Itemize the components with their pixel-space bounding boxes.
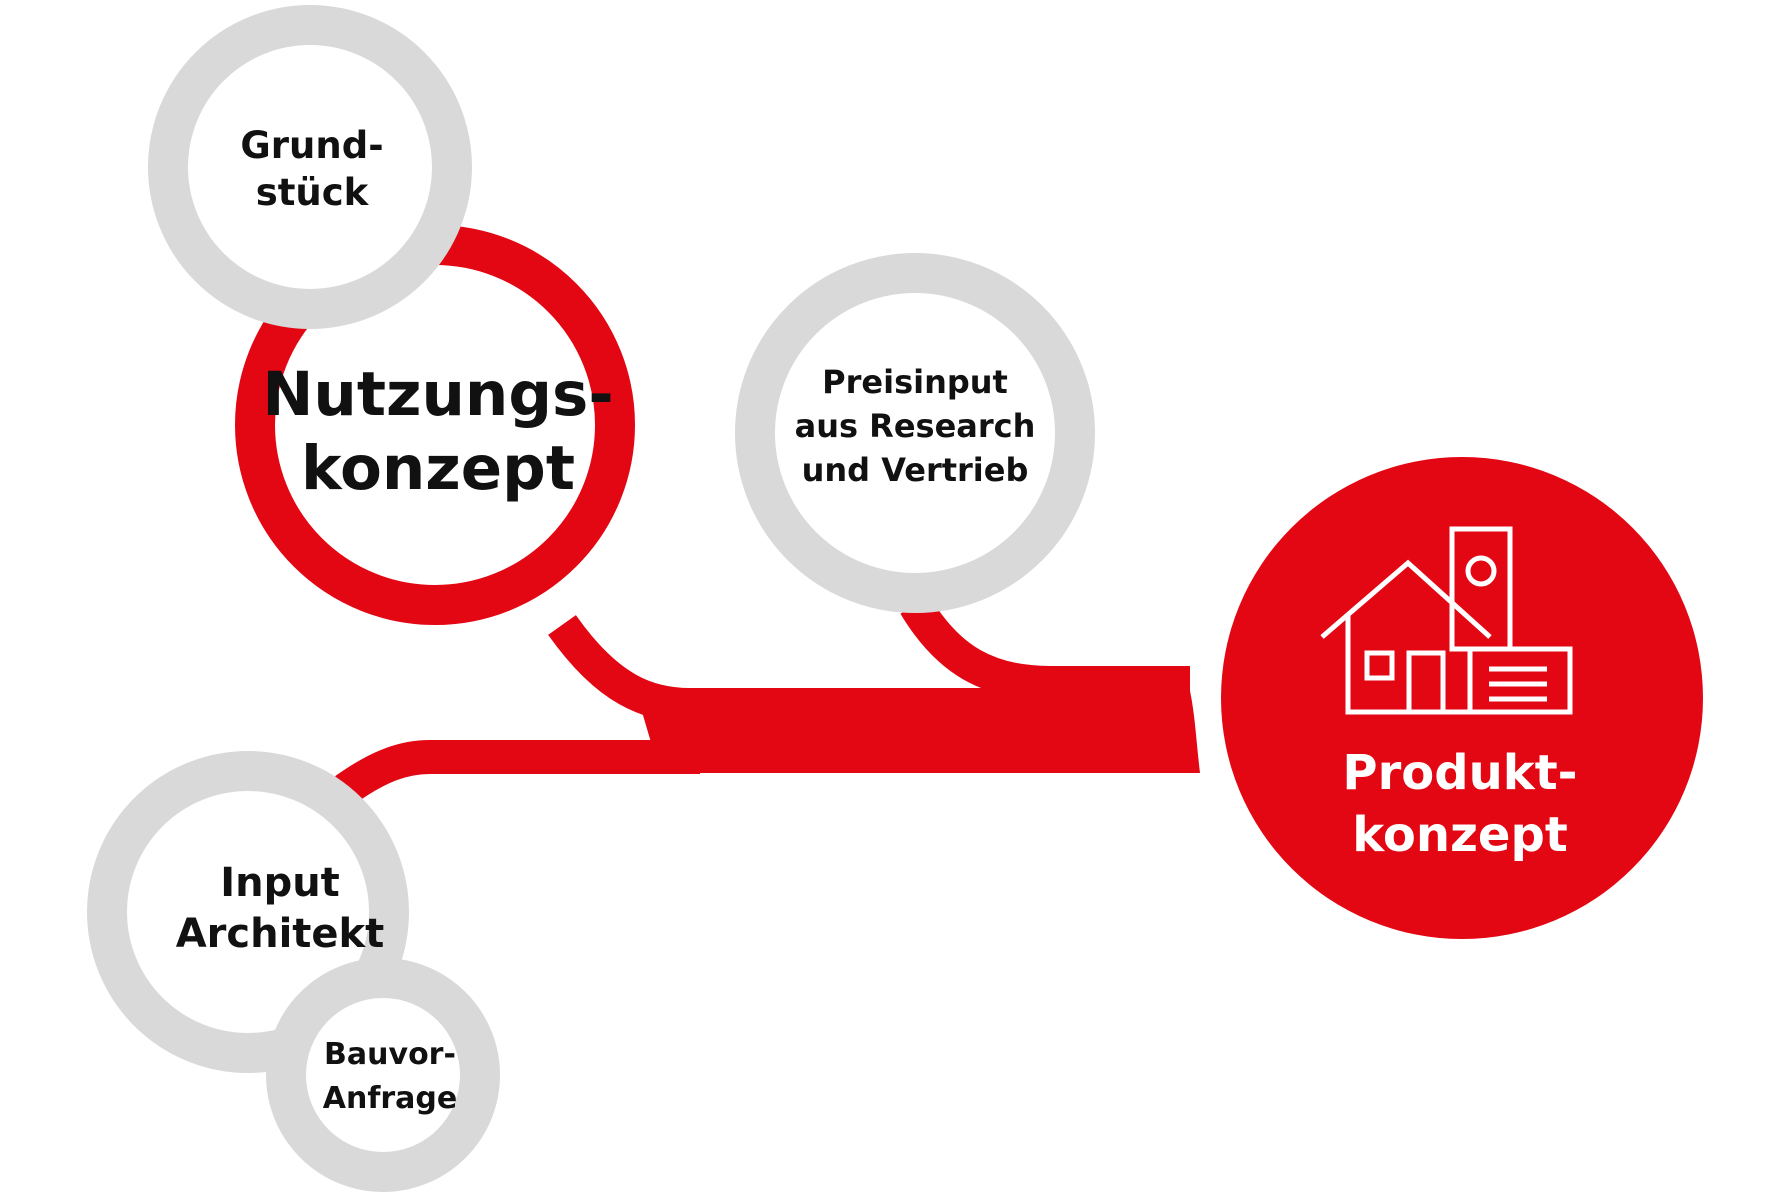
label-preisinput: Preisinput aus Research und Vertrieb — [794, 363, 1036, 489]
node-grundstueck — [148, 5, 472, 329]
node-bauvoranfrage — [266, 958, 500, 1192]
node-preisinput — [735, 253, 1095, 613]
label-grundstueck: Grund- stück — [240, 124, 384, 214]
label-nutzungskonzept: Nutzungs- konzept — [262, 359, 614, 504]
label-produktkonzept: Produkt- konzept — [1342, 745, 1578, 863]
label-bauvoranfrage: Bauvor- Anfrage — [322, 1037, 458, 1116]
label-input-architekt: Input Architekt — [175, 860, 385, 957]
connector-preisinput — [900, 596, 1190, 700]
connector-input-architekt — [335, 740, 700, 804]
node-produktkonzept — [1221, 457, 1703, 939]
main-trunk-bar — [640, 682, 1200, 773]
house-buildings-icon — [1320, 526, 1573, 715]
